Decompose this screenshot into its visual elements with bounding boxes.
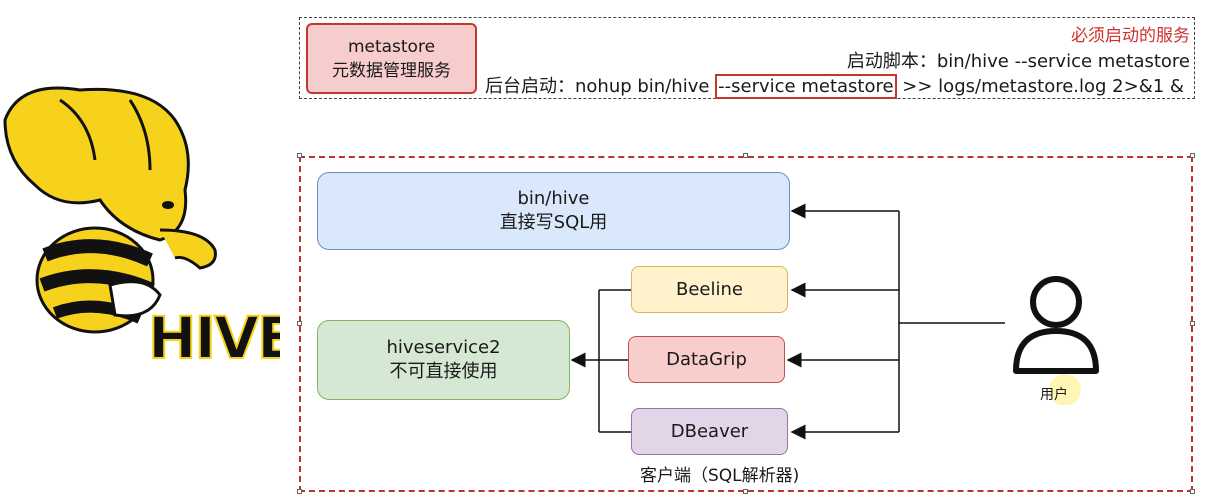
bg-start-suffix: >> logs/metastore.log 2>&1 &	[896, 76, 1184, 97]
hiveservice2-box: hiveservice2 不可直接使用	[317, 320, 570, 400]
user-label: 用户	[1040, 387, 1068, 403]
selection-handle[interactable]	[743, 489, 748, 494]
user-icon	[1013, 276, 1099, 405]
selection-handle[interactable]	[297, 321, 302, 326]
client-datagrip-label: DataGrip	[666, 348, 747, 370]
metastore-subtitle: 元数据管理服务	[332, 60, 451, 81]
binhive-title: bin/hive	[517, 188, 590, 209]
hive-logo: HIVE	[3, 86, 280, 370]
selection-handle[interactable]	[297, 153, 302, 158]
selection-handle[interactable]	[743, 153, 748, 158]
start-script-line: 启动脚本：bin/hive --service metastore	[846, 51, 1190, 72]
client-beeline-label: Beeline	[676, 278, 743, 300]
hive-logo-text: HIVE	[148, 304, 280, 370]
top-service-frame	[299, 17, 1195, 99]
client-dbeaver: DBeaver	[631, 408, 788, 455]
hiveservice2-subtitle: 不可直接使用	[389, 361, 498, 382]
selection-handle[interactable]	[1190, 321, 1195, 326]
selection-handle[interactable]	[1190, 153, 1195, 158]
client-datagrip: DataGrip	[628, 336, 785, 383]
selection-handle[interactable]	[1190, 489, 1195, 494]
metastore-box: metastore 元数据管理服务	[306, 23, 477, 94]
hiveservice2-title: hiveservice2	[386, 337, 501, 358]
metastore-title: metastore	[347, 36, 436, 57]
required-service-label: 必须启动的服务	[1071, 26, 1190, 46]
selection-handle[interactable]	[297, 489, 302, 494]
binhive-box: bin/hive 直接写SQL用	[317, 172, 790, 250]
bee-icon	[3, 86, 217, 334]
bg-start-prefix: 后台启动：nohup bin/hive	[485, 76, 716, 97]
client-beeline: Beeline	[631, 266, 788, 313]
background-start-line: 后台启动：nohup bin/hive --service metastore …	[485, 72, 1184, 99]
bg-start-highlight: --service metastore	[715, 74, 897, 99]
client-dbeaver-label: DBeaver	[670, 420, 749, 442]
clients-caption: 客户端（SQL解析器)	[640, 466, 800, 486]
binhive-subtitle: 直接写SQL用	[499, 212, 608, 233]
